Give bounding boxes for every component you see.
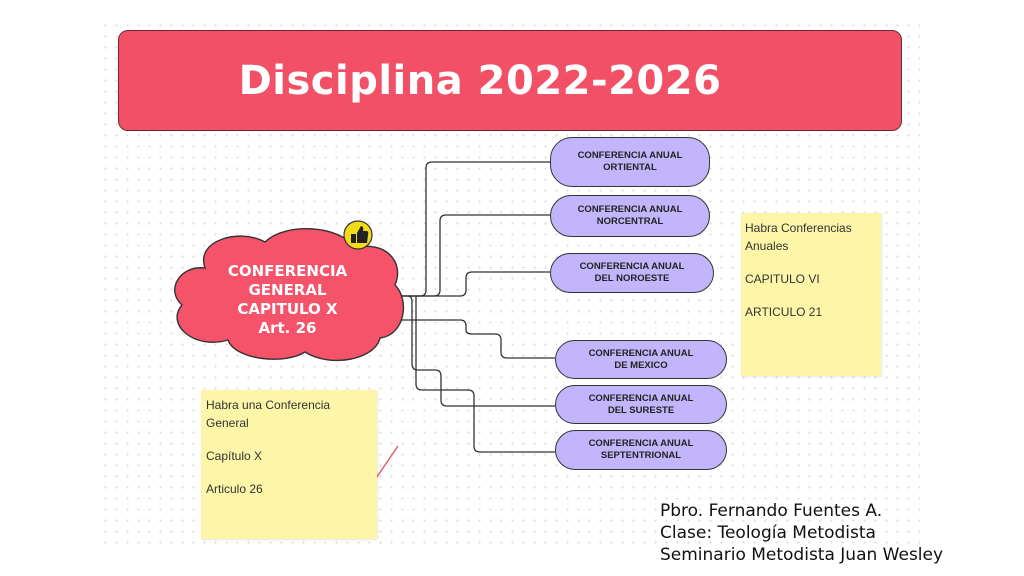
central-line: CONFERENCIA (227, 262, 348, 280)
connector-oriental (395, 161, 550, 297)
sticky-text: CAPITULO VI (745, 272, 820, 286)
node-label: NORCENTRAL (596, 216, 664, 227)
node-label: DEL NOROESTE (594, 273, 670, 284)
title-banner: Disciplina 2022-2026 (118, 30, 902, 131)
connector-sureste (407, 295, 555, 407)
connector-mexico (398, 319, 555, 359)
credit-author: Pbro. Fernando Fuentes A. (660, 501, 883, 521)
node-label: DE MEXICO (614, 359, 668, 371)
node-label: ORTIENTAL (603, 162, 657, 173)
connector-norcentral (395, 214, 550, 297)
central-line: CAPITULO X (237, 300, 338, 318)
cloud-shape (174, 228, 405, 362)
credits: Pbro. Fernando Fuentes A. Clase: Teologí… (660, 500, 943, 566)
credit-class: Clase: Teología Metodista (660, 523, 876, 543)
node-label: CONFERENCIA ANUAL (577, 204, 683, 215)
node-label: CONFERENCIA ANUAL (588, 347, 694, 359)
node-label: CONFERENCIA ANUAL (577, 150, 683, 161)
credit-seminary: Seminario Metodista Juan Wesley (660, 545, 944, 565)
node-label: CONFERENCIA ANUAL (579, 261, 685, 272)
sticky-text: Habra Conferencias Anuales (745, 221, 852, 253)
sticky-note-general[interactable]: Habra una Conferencia General Capítulo X… (201, 390, 377, 539)
central-node-general-conference[interactable]: CONFERENCIA GENERAL CAPITULO X Art. 26 (200, 262, 375, 338)
sticky-text: ARTICULO 21 (745, 305, 823, 319)
thumbs-up-icon (343, 220, 373, 250)
sticky-text: Habra una Conferencia General (206, 398, 331, 430)
page-title: Disciplina 2022-2026 (238, 57, 722, 104)
node-label: CONFERENCIA ANUAL (588, 392, 694, 404)
sticky-text: Capítulo X (206, 449, 263, 463)
connector-septentrional (415, 296, 555, 453)
node-label: SEPTENTRIONAL (600, 450, 682, 461)
connector-noroeste (395, 271, 550, 297)
central-line: Art. 26 (258, 319, 317, 337)
central-line: GENERAL (248, 281, 327, 299)
node-label: DEL SURESTE (607, 404, 675, 416)
node-label: CONFERENCIA ANUAL (588, 438, 694, 449)
sticky-text: Articulo 26 (206, 482, 263, 496)
sticky-note-annual[interactable]: Habra Conferencias Anuales CAPITULO VI A… (741, 213, 881, 376)
